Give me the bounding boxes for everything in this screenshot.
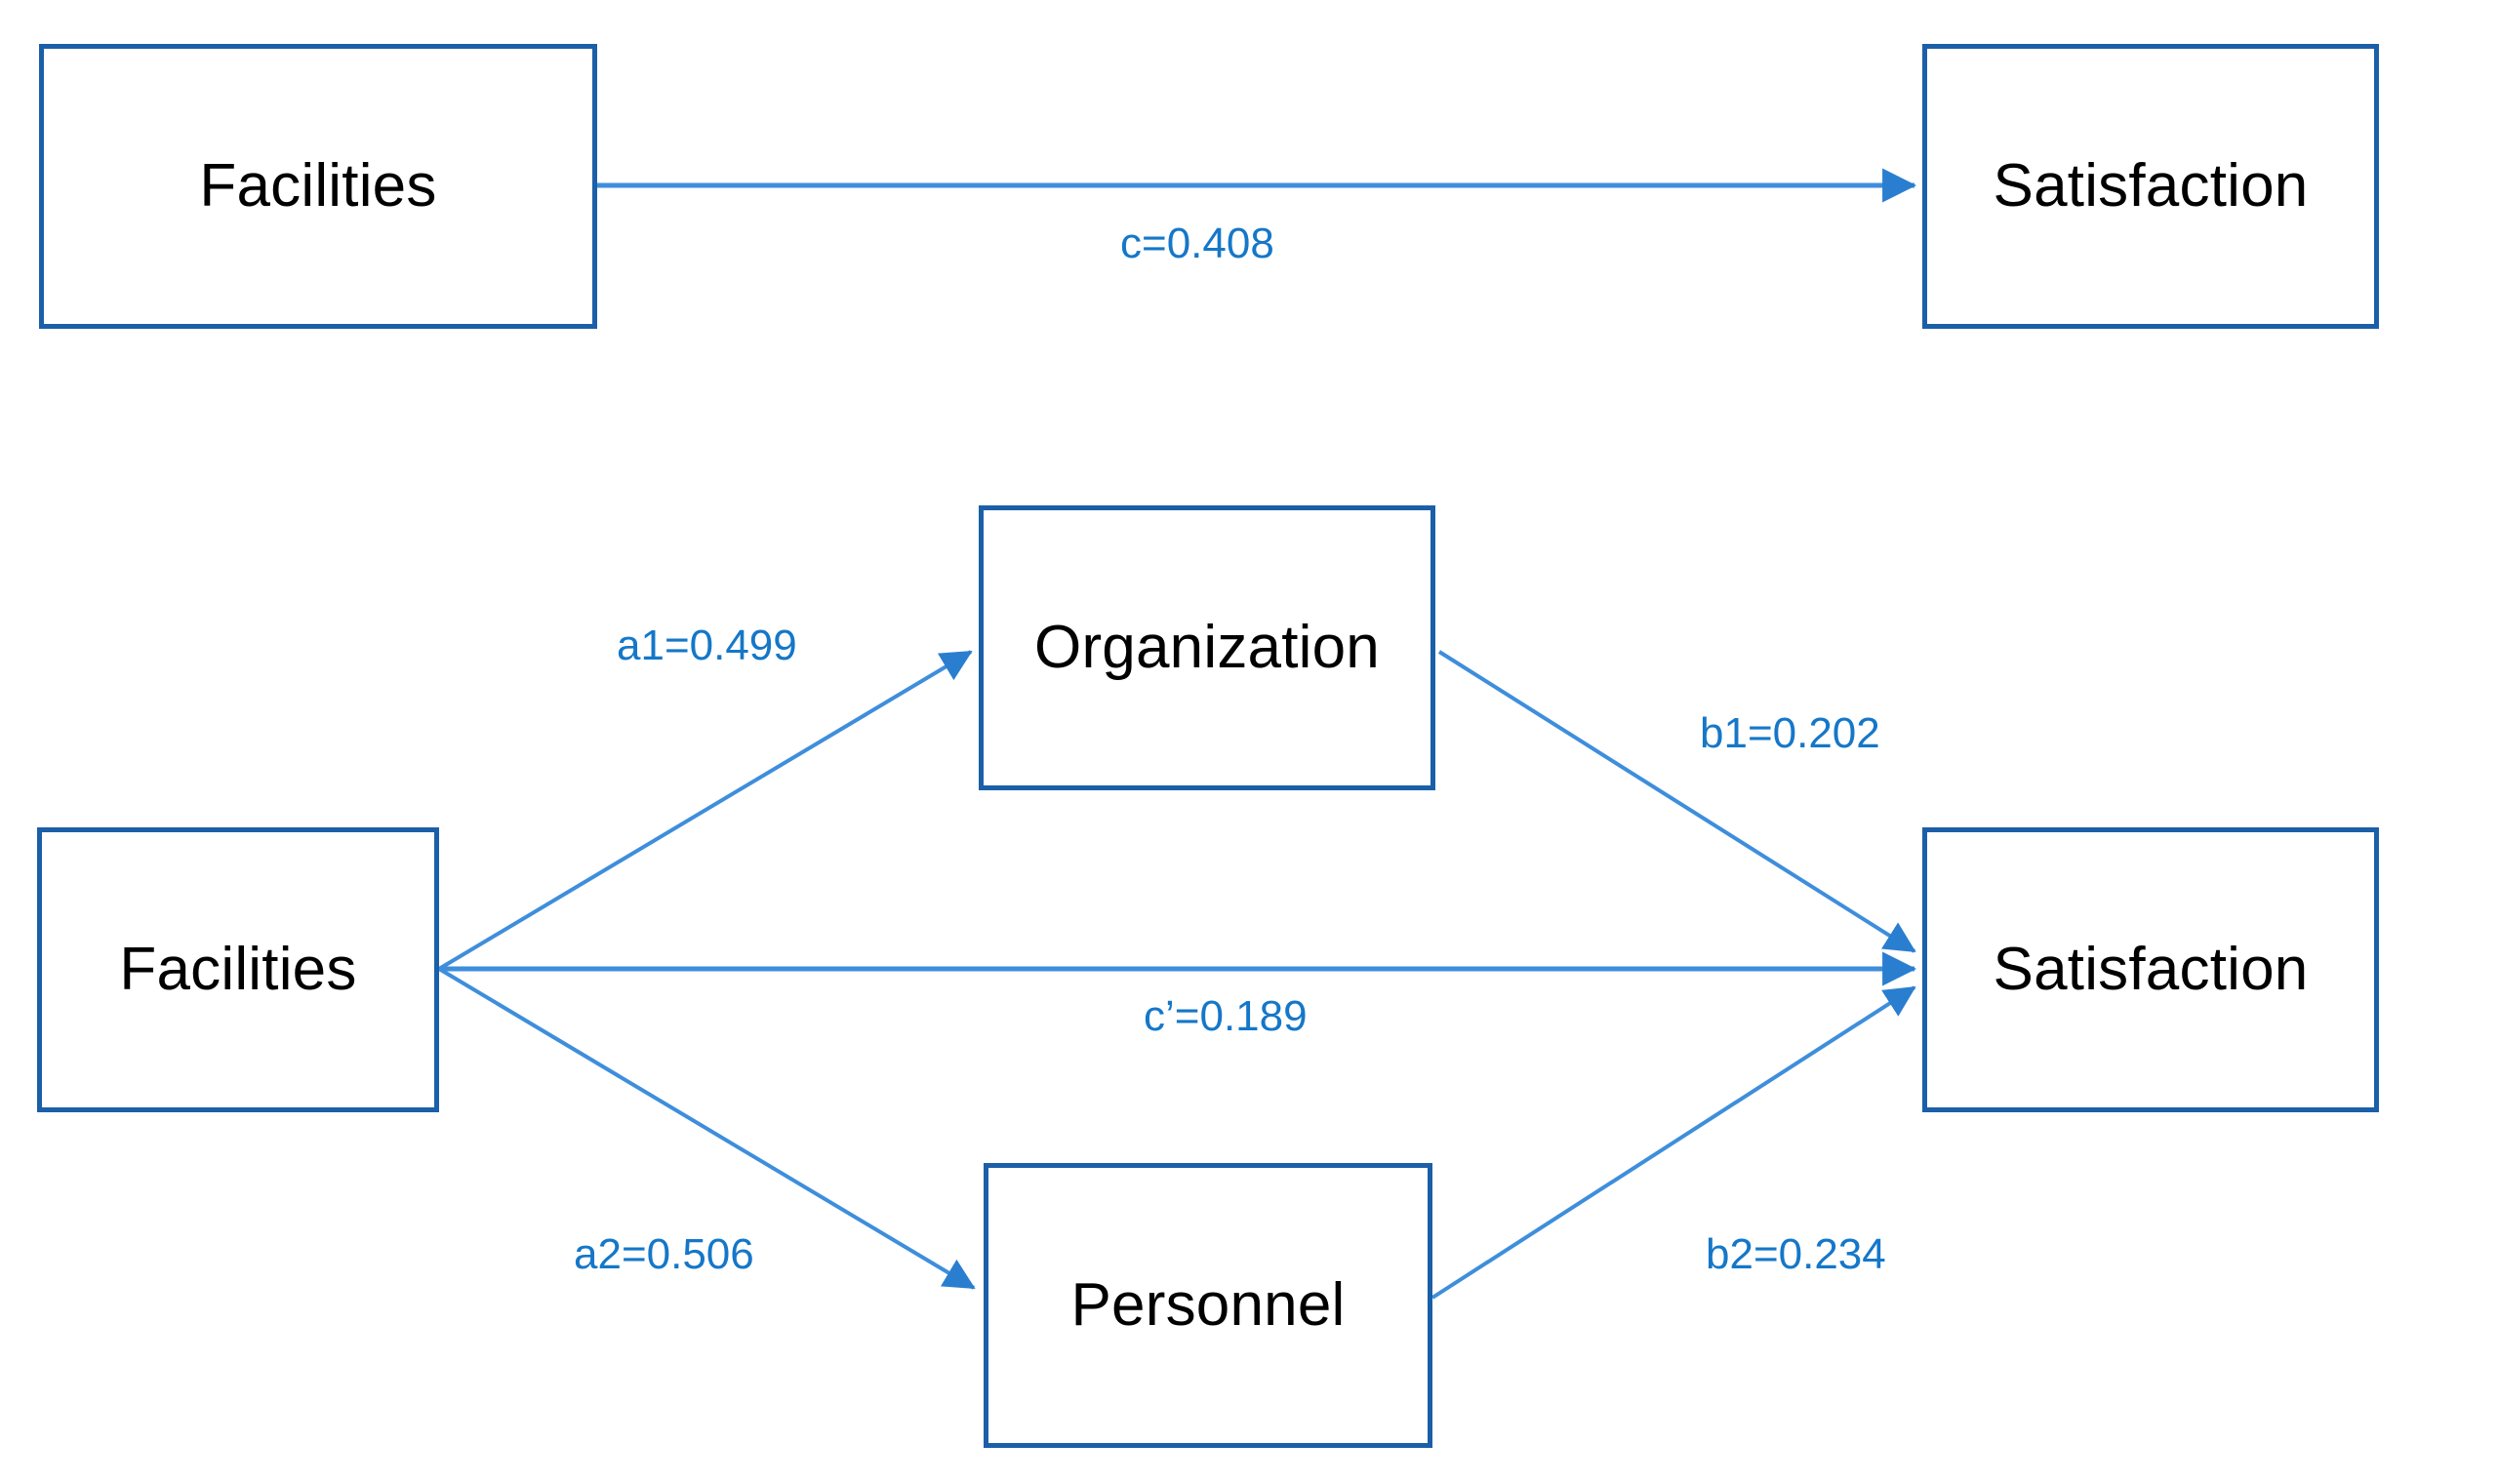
node-satisfaction[interactable]: Satisfaction	[1922, 827, 2379, 1112]
path-label-a1: a1=0.499	[617, 622, 797, 669]
node-facilities[interactable]: Facilities	[37, 827, 439, 1112]
connector-path-b1	[1437, 650, 1916, 953]
node-satisfaction-top[interactable]: Satisfaction	[1922, 44, 2379, 329]
node-label-organization: Organization	[1034, 614, 1380, 681]
node-facilities-top[interactable]: Facilities	[39, 44, 597, 329]
node-label-facilities: Facilities	[119, 936, 357, 1003]
node-personnel[interactable]: Personnel	[984, 1163, 1432, 1448]
node-label-personnel: Personnel	[1070, 1271, 1346, 1339]
node-organization[interactable]: Organization	[979, 505, 1435, 790]
connector-path-a2	[437, 967, 976, 1290]
path-label-b2: b2=0.234	[1706, 1230, 1886, 1278]
path-label-a2: a2=0.506	[574, 1230, 754, 1278]
node-label-satisfaction: Satisfaction	[1993, 936, 2309, 1003]
node-label-satisfaction-top: Satisfaction	[1993, 152, 2309, 220]
path-label-b1: b1=0.202	[1700, 709, 1880, 757]
connector-path-a1	[437, 650, 973, 971]
path-label-c-prime: c’=0.189	[1144, 992, 1308, 1040]
node-label-facilities-top: Facilities	[199, 152, 437, 220]
connector-path-b2	[1430, 985, 1916, 1300]
path-label-c: c=0.408	[1120, 220, 1274, 267]
